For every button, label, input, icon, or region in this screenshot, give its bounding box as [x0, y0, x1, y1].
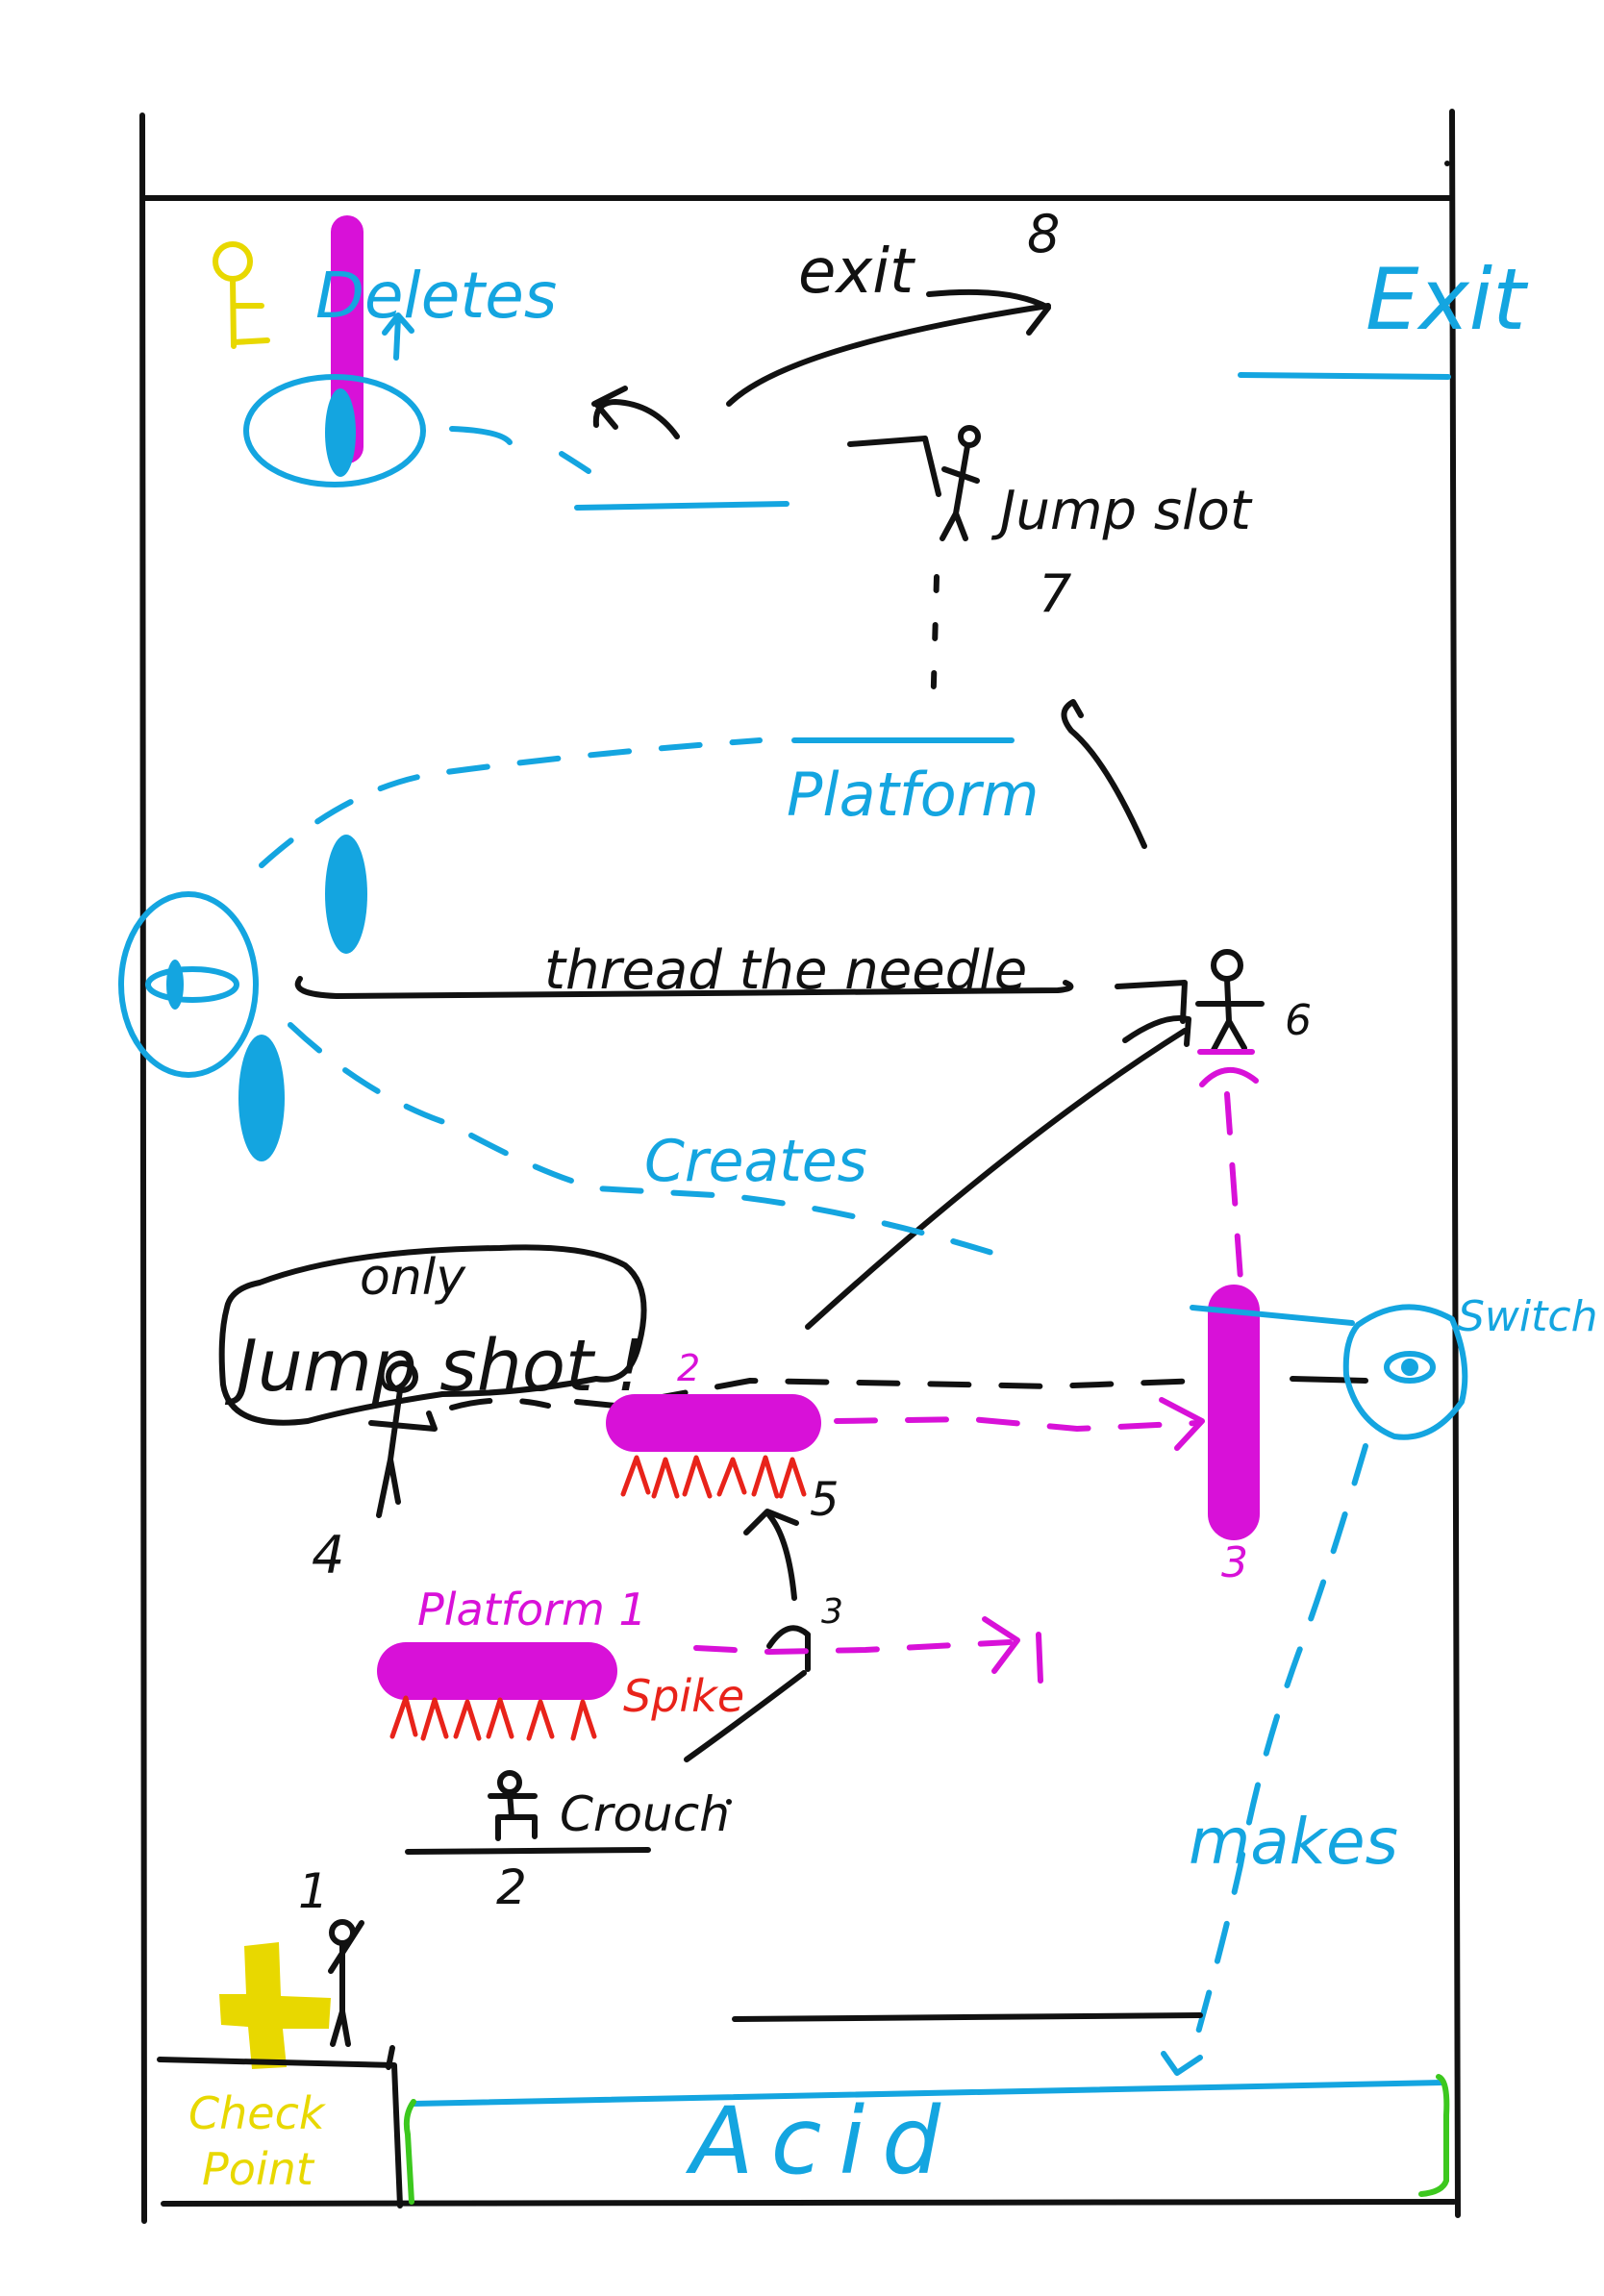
crouch-stick-figure-icon: [488, 1770, 538, 1841]
spike-icon-row-2: [620, 1455, 807, 1499]
thread-the-needle-line: [294, 976, 1074, 999]
makes-label: makes: [1189, 1805, 1398, 1879]
jump-slot-label: Jump slot: [990, 480, 1253, 542]
magenta-dashed-to-1: [693, 1639, 1013, 1655]
step-7-label: 7: [1039, 563, 1071, 624]
only-label: only: [360, 1249, 466, 1307]
step-1-label: 1: [298, 1863, 329, 1919]
switch-ledge: [1190, 1305, 1355, 1326]
acid-pool: [403, 2074, 1450, 2205]
lower-ledge: [732, 2012, 1203, 2022]
step-6-stick-figure-icon: [805, 949, 1265, 1330]
crouch-to-jump-line: [684, 1670, 807, 1762]
step-8-label: 8: [1027, 204, 1060, 264]
magenta-dashed-vertical: [1224, 1091, 1243, 1282]
step-2-magenta-label: 2: [677, 1347, 700, 1389]
step-2-label: 2: [496, 1859, 527, 1915]
magenta-dashed-to-barrier: [834, 1416, 1201, 1432]
switch-eye-icon: [1342, 1304, 1468, 1440]
exit-ledge: [1238, 372, 1451, 380]
magenta-arrowhead-barrier: [1159, 1397, 1205, 1451]
deletes-label: Deletes: [315, 259, 557, 333]
step-4-stick-figure-icon: [368, 1360, 438, 1518]
switch-connector: [1290, 1376, 1368, 1384]
jump-shot-label: Jump shot !: [224, 1325, 644, 1408]
platform-1-magenta: [377, 1642, 617, 1700]
platform-2-magenta: [606, 1394, 821, 1452]
step-5-label: 5: [810, 1473, 840, 1527]
level-frame: [139, 109, 1461, 2224]
jump-shot-black-dashed-path: [449, 1378, 1203, 1410]
left-switch-eye-icon: [118, 891, 259, 1078]
blue-block-lower: [238, 1035, 285, 1161]
step-5-up-arrow: [743, 1509, 799, 1601]
creates-label: Creates: [644, 1128, 867, 1195]
makes-blue-dashed-path: [1188, 1443, 1368, 2062]
magenta-barrier-3: [1208, 1285, 1260, 1540]
jump-slot-stick-figure-icon: [847, 425, 981, 541]
landing-pad-6: [1197, 1049, 1259, 1087]
crouch-ledge: [405, 1847, 651, 1855]
switch-label: Switch: [1458, 1292, 1597, 1341]
magenta-arrowhead-1: [982, 1616, 1043, 1684]
platform-label: Platform: [787, 760, 1040, 830]
upper-blue-dashed-path: [259, 737, 763, 868]
spike-icon-row-1: [389, 1695, 597, 1741]
platform-1-label: Platform 1: [417, 1584, 647, 1635]
step-4-label: 4: [312, 1525, 344, 1585]
checkpoint-point-label: Point: [202, 2143, 315, 2195]
step-6-label: 6: [1285, 996, 1312, 1045]
spike-label: Spike: [623, 1670, 744, 1722]
key-icon: [213, 241, 270, 349]
checkpoint-cross-icon: [219, 1942, 331, 2069]
top-left-ledge: [449, 426, 591, 474]
creates-blue-dashed-path: [288, 1022, 1022, 1264]
start-stick-figure-icon: [328, 1919, 364, 2047]
step-3-label: 3: [821, 1592, 843, 1632]
jump-up-arrow: [1061, 699, 1147, 849]
makes-arrowhead: [1161, 2051, 1203, 2076]
jump-shot-speech-bubble: [218, 1244, 647, 1426]
top-middle-ledge: [574, 501, 789, 511]
step-3-jump-arc: [766, 1625, 811, 1672]
exit-goal-label: Exit: [1366, 250, 1529, 349]
step-3-magenta-label: 3: [1221, 1538, 1248, 1587]
crouch-label: Crouch: [560, 1786, 730, 1842]
delete-switch-eye-icon: [243, 312, 426, 487]
acid-label: Acid: [685, 2087, 958, 2195]
thread-the-needle-label: thread the needle: [544, 939, 1027, 1002]
exit-path-arrow-icon: [591, 288, 1051, 439]
jump-slot-dotted-line: [930, 574, 940, 720]
exit-path-label: exit: [798, 237, 916, 308]
checkpoint-check-label: Check: [188, 2087, 327, 2139]
blue-block-upper: [325, 835, 367, 954]
checkpoint-block: [157, 2045, 403, 2209]
